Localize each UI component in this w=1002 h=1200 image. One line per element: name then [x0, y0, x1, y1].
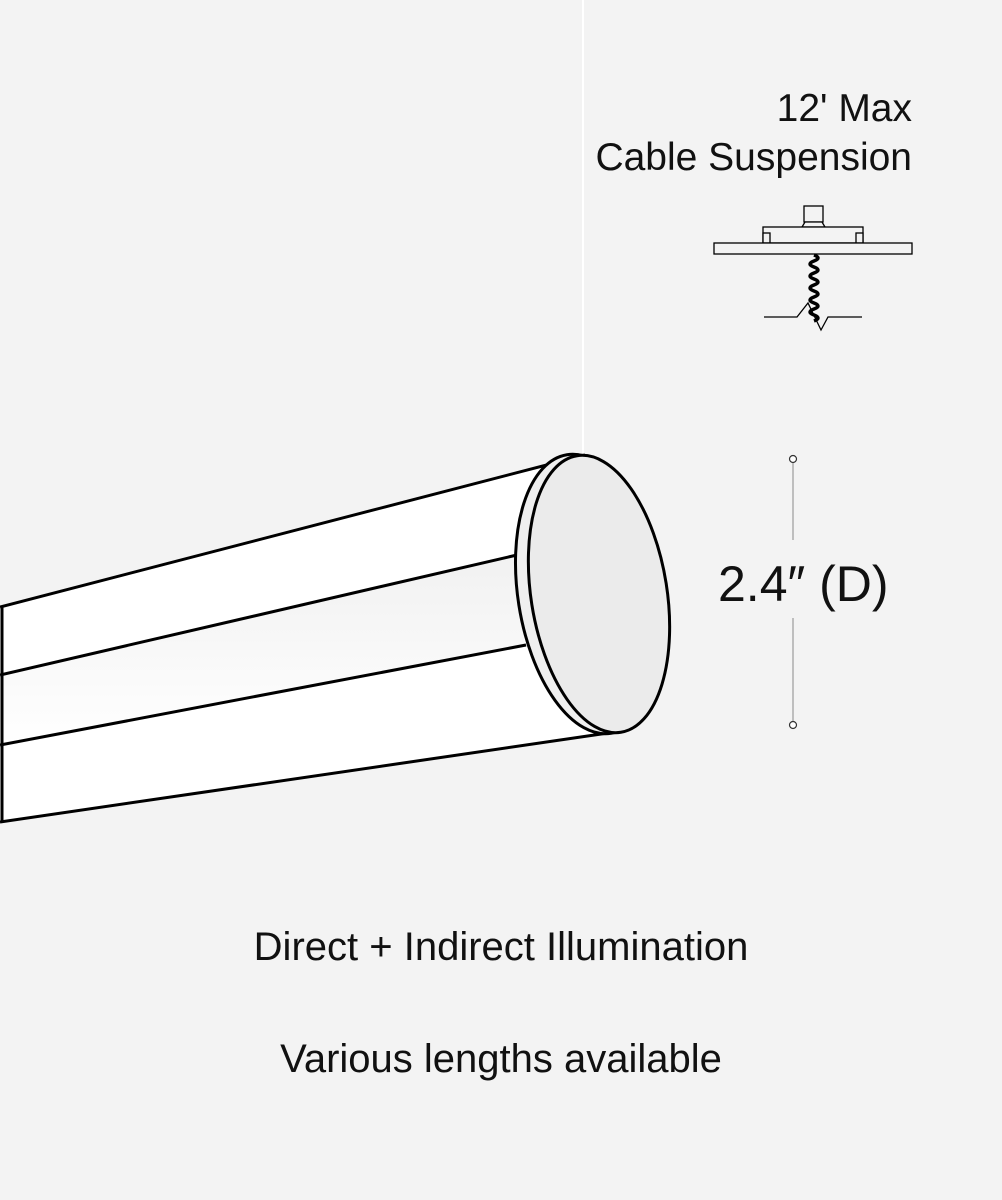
- linear-fixture-body: [0, 453, 616, 824]
- ceiling-mount-icon: [713, 205, 913, 332]
- illumination-caption: Direct + Indirect Illumination: [253, 925, 749, 969]
- suspension-max-length: 12' Max: [776, 87, 912, 130]
- lengths-caption: Various lengths available: [280, 1037, 722, 1081]
- fixture-endcap: [513, 452, 672, 736]
- suspension-type: Cable Suspension: [595, 136, 912, 179]
- diameter-label: 2.4″ (D): [718, 556, 889, 612]
- suspension-label: 12' Max Cable Suspension: [595, 84, 912, 182]
- diameter-dimension-line: [788, 454, 798, 730]
